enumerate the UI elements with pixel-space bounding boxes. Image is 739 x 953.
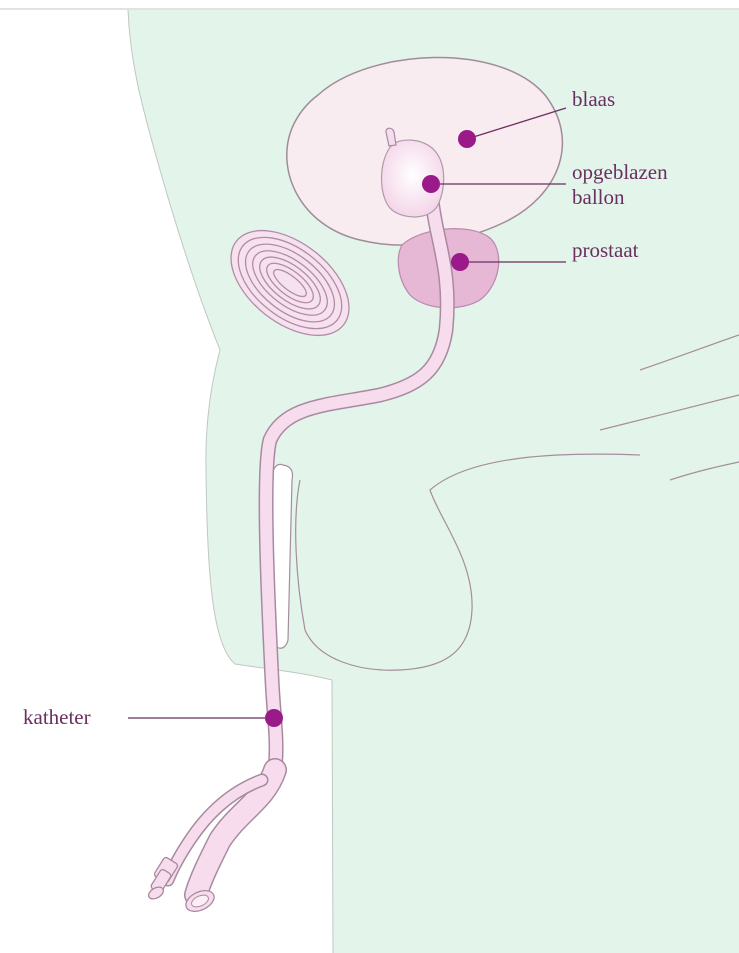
label-katheter: katheter bbox=[23, 705, 91, 730]
label-blaas: blaas bbox=[572, 87, 615, 112]
label-opgeblazen-ballon: opgeblazen ballon bbox=[572, 160, 668, 210]
marker-ballon bbox=[422, 175, 440, 193]
label-ballon-line1: opgeblazen bbox=[572, 160, 668, 185]
marker-prostaat bbox=[451, 253, 469, 271]
marker-blaas bbox=[458, 130, 476, 148]
label-ballon-line2: ballon bbox=[572, 185, 668, 210]
label-prostaat: prostaat bbox=[572, 238, 638, 263]
marker-katheter bbox=[265, 709, 283, 727]
